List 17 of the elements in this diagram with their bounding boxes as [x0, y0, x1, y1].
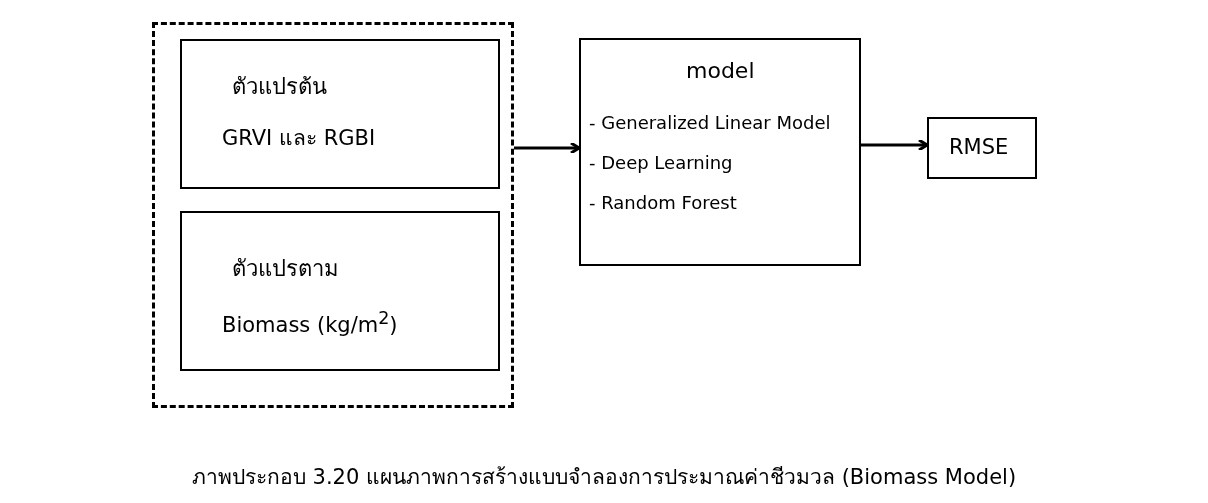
title-text: model: [686, 58, 755, 83]
dashed-group-box: [152, 22, 514, 408]
title-text: ตัวแปรต้น: [232, 73, 327, 101]
title-text: RMSE: [949, 135, 1009, 159]
body-text: GRVI และ RGBI: [222, 125, 376, 152]
process-box: [927, 117, 1037, 179]
list-item: - Deep Learning: [589, 152, 733, 173]
arrow: [861, 138, 929, 152]
process-box: [579, 38, 861, 266]
body-text: Biomass (kg/m$^{2}$): [222, 308, 398, 337]
arrow: [514, 141, 581, 155]
process-box: [180, 39, 500, 189]
list-item: - Generalized Linear Model: [589, 112, 831, 133]
list-item: - Random Forest: [589, 192, 737, 213]
process-box: [180, 211, 500, 371]
title-text: ตัวแปรตาม: [232, 255, 339, 283]
figure-caption: ภาพประกอบ 3.20 แผนภาพการสร้างแบบจำลองการประมาณค่าชีวมวล (Biomass Model): [190, 464, 1018, 491]
